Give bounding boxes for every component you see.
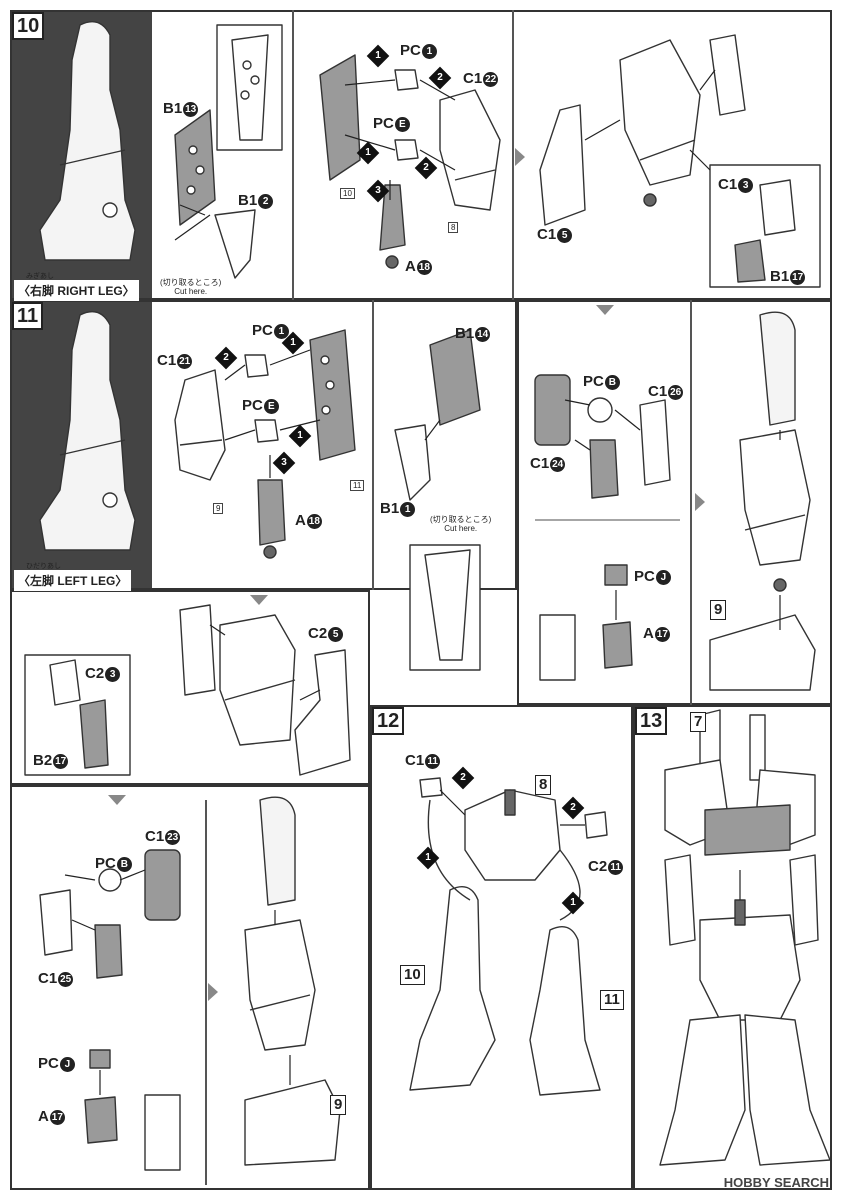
sequence-marker: 3 (272, 451, 296, 475)
sequence-marker: 2 (428, 66, 452, 90)
step-10-frame (10, 10, 832, 300)
step-13-frame (633, 705, 832, 1190)
step-10-divider-b (512, 10, 514, 300)
ref-box-9: 9 (330, 1095, 347, 1115)
step-11-bottom-frame (10, 785, 370, 1190)
right-leg-title-text: 〈右脚 RIGHT LEG〉 (18, 284, 135, 298)
step-number-11: 11 (12, 302, 44, 330)
ref-box-11: 11 (600, 990, 624, 1010)
step-11-bottom-divider (205, 800, 207, 1185)
piece-tag: 10 (340, 188, 355, 199)
piece-tag: 8 (448, 222, 459, 233)
sequence-marker: 1 (281, 331, 305, 355)
right-leg-title: みぎあし 〈右脚 RIGHT LEG〉 (14, 273, 139, 301)
sequence-marker: 2 (414, 156, 438, 180)
sequence-marker: 1 (356, 141, 380, 165)
sequence-marker: 2 (561, 796, 585, 820)
step-11-divider (372, 300, 374, 590)
step-11-frame (10, 300, 517, 590)
piece-tag: 9 (213, 503, 224, 514)
sequence-marker: 2 (451, 766, 475, 790)
watermark: HOBBY SEARCH (723, 1175, 829, 1190)
flow-arrow (108, 795, 126, 805)
piece-tag: 11 (350, 480, 365, 491)
step-number-13: 13 (635, 707, 668, 735)
right-leg-ruby: みぎあし (26, 273, 54, 280)
sequence-marker: 1 (416, 846, 440, 870)
ref-box-9: 9 (710, 600, 727, 620)
flow-arrow (695, 493, 705, 511)
left-leg-title-text: 〈左脚 LEFT LEG〉 (18, 574, 128, 588)
step-number-12: 12 (372, 707, 405, 735)
ref-box-7: 7 (690, 712, 707, 732)
sequence-marker: 1 (288, 424, 312, 448)
cut-here-note: (切り取るところ)Cut here. (430, 515, 492, 533)
left-leg-title: ひだりあし 〈左脚 LEFT LEG〉 (14, 563, 132, 591)
flow-arrow (208, 983, 218, 1001)
ref-box-10: 10 (400, 965, 425, 985)
cut-here-note: (切り取るところ)Cut here. (160, 278, 222, 296)
sequence-marker: 1 (366, 44, 390, 68)
ref-box-8: 8 (535, 775, 552, 795)
step-11-right-divider (690, 300, 692, 705)
sequence-marker: 3 (366, 179, 390, 203)
sequence-marker: 1 (561, 891, 585, 915)
sequence-marker: 2 (214, 346, 238, 370)
step-number-10: 10 (12, 12, 45, 40)
flow-arrow (250, 595, 268, 605)
step-12-frame (370, 705, 633, 1190)
step-11-right-frame (517, 300, 832, 705)
left-leg-ruby: ひだりあし (26, 563, 61, 570)
flow-arrow (596, 305, 614, 315)
flow-arrow (515, 148, 525, 166)
step-10-divider-a (292, 10, 294, 300)
step-11-lower-frame (10, 590, 370, 785)
